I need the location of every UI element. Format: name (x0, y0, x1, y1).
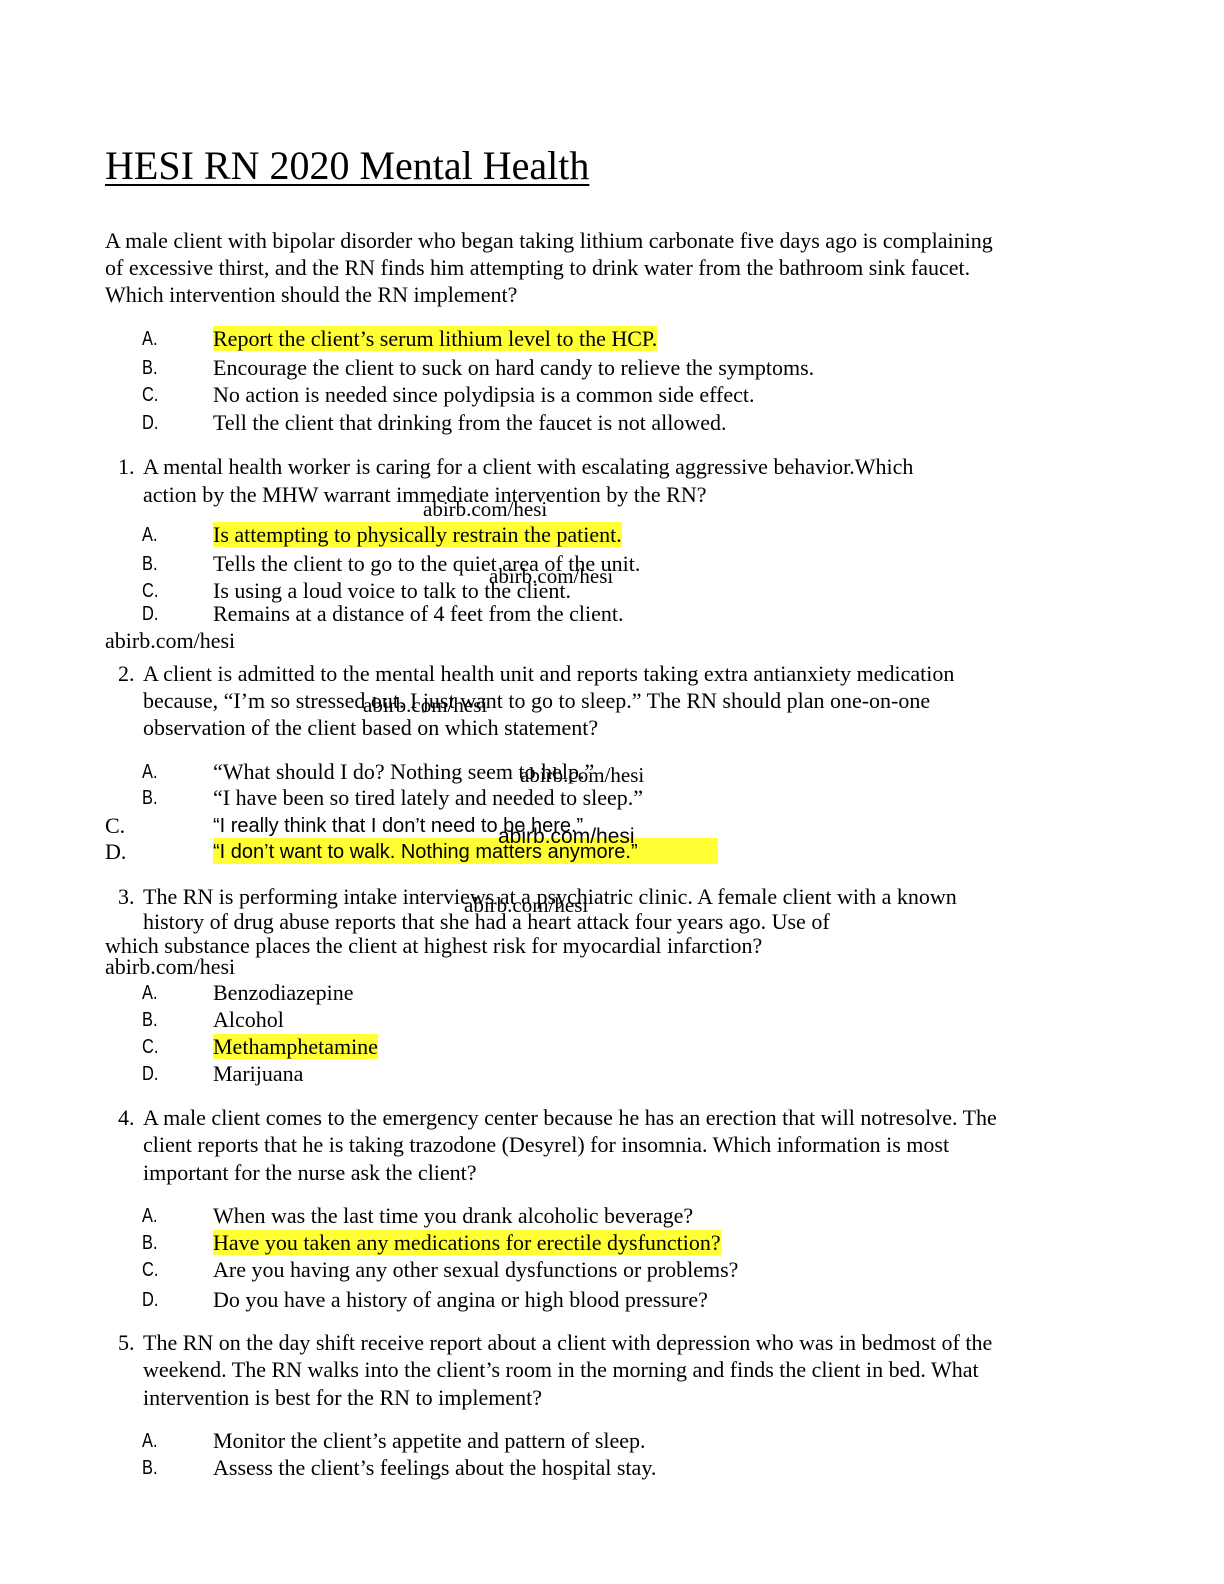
option-text-correct: Have you taken any medications for erect… (213, 1230, 721, 1255)
question-number: 5. (118, 1330, 135, 1355)
option-letter: C. (105, 813, 126, 838)
option-letter: B. (142, 553, 158, 575)
option-letter: C. (142, 580, 159, 602)
option-text: Assess the client’s feelings about the h… (213, 1455, 657, 1480)
option-text: No action is needed since polydipsia is … (213, 382, 755, 407)
option-letter: A. (142, 982, 158, 1004)
watermark: abirb.com/hesi (363, 693, 488, 717)
option-text: “What should I do? Nothing seem to help.… (213, 759, 595, 784)
option-letter: D. (105, 839, 127, 864)
question-text-line: Which intervention should the RN impleme… (105, 282, 518, 307)
question-text-line: observation of the client based on which… (143, 715, 599, 740)
option-letter: A. (142, 524, 158, 546)
option-text: Benzodiazepine (213, 980, 354, 1005)
question-text-line: weekend. The RN walks into the client’s … (143, 1357, 979, 1382)
question-text-line: A male client comes to the emergency cen… (143, 1105, 997, 1130)
option-text: Alcohol (213, 1007, 284, 1032)
option-text: Are you having any other sexual dysfunct… (213, 1257, 739, 1282)
watermark: abirb.com/hesi (423, 497, 548, 521)
option-text: When was the last time you drank alcohol… (213, 1203, 694, 1228)
watermark: abirb.com/hesi (520, 763, 645, 787)
option-letter: A. (142, 328, 158, 350)
option-text: Tell the client that drinking from the f… (213, 410, 727, 435)
option-text: “I have been so tired lately and needed … (213, 785, 644, 810)
question-number: 2. (118, 661, 135, 686)
option-letter: B. (142, 357, 158, 379)
question-number: 1. (118, 454, 135, 479)
watermark: abirb.com/hesi (105, 628, 236, 653)
watermark: abirb.com/hesi (464, 893, 589, 917)
question-text-line: which substance places the client at hig… (105, 933, 763, 958)
question-text-line: important for the nurse ask the client? (143, 1160, 477, 1185)
option-letter: B. (142, 1232, 158, 1254)
question-text-line: intervention is best for the RN to imple… (143, 1385, 542, 1410)
option-letter: D. (142, 1289, 159, 1311)
option-text-correct: Is attempting to physically restrain the… (213, 522, 622, 547)
page-title: HESI RN 2020 Mental Health (105, 143, 590, 188)
option-letter: C. (142, 1259, 159, 1281)
option-text: Monitor the client’s appetite and patter… (213, 1428, 646, 1453)
question-text-line: A male client with bipolar disorder who … (105, 228, 993, 253)
watermark: abirb.com/hesi (105, 954, 236, 979)
option-text: Tells the client to go to the quiet area… (213, 551, 641, 576)
option-letter: B. (142, 1009, 158, 1031)
option-letter: A. (142, 1205, 158, 1227)
question-text-line: of excessive thirst, and the RN finds hi… (105, 255, 971, 280)
option-letter: A. (142, 1430, 158, 1452)
highlight-bar (213, 838, 718, 864)
option-text: “I really think that I don’t need to be … (213, 815, 584, 837)
option-text-correct: Methamphetamine (213, 1034, 378, 1059)
question-number: 3. (118, 884, 135, 909)
question-text-line: The RN is performing intake interviews a… (143, 884, 957, 909)
option-letter: D. (142, 603, 159, 625)
option-letter: C. (142, 1036, 159, 1058)
watermark: abirb.com/hesi (489, 564, 614, 588)
option-text: Marijuana (213, 1061, 304, 1086)
option-letter: A. (142, 761, 158, 783)
option-letter: D. (142, 1063, 159, 1085)
question-text-line: The RN on the day shift receive report a… (143, 1330, 993, 1355)
option-text: Encourage the client to suck on hard can… (213, 355, 815, 380)
option-letter: B. (142, 787, 158, 809)
option-text: Remains at a distance of 4 feet from the… (213, 601, 624, 626)
option-text-correct: Report the client’s serum lithium level … (213, 326, 658, 351)
question-text-line: history of drug abuse reports that she h… (143, 909, 830, 934)
question-text-line: action by the MHW warrant immediate inte… (143, 482, 707, 507)
watermark: abirb.com/hesi (498, 825, 635, 848)
question-text-line: A mental health worker is caring for a c… (143, 454, 914, 479)
option-text: Is using a loud voice to talk to the cli… (213, 578, 572, 603)
option-letter: B. (142, 1457, 158, 1479)
option-letter: D. (142, 412, 159, 434)
question-text-line: A client is admitted to the mental healt… (143, 661, 955, 686)
question-text-line: because, “I’m so stressed out. I just wa… (143, 688, 931, 713)
option-text-correct: “I don’t want to walk. Nothing matters a… (213, 841, 638, 863)
question-number: 4. (118, 1105, 135, 1130)
question-text-line: client reports that he is taking trazodo… (143, 1132, 950, 1157)
option-text: Do you have a history of angina or high … (213, 1287, 708, 1312)
option-letter: C. (142, 384, 159, 406)
